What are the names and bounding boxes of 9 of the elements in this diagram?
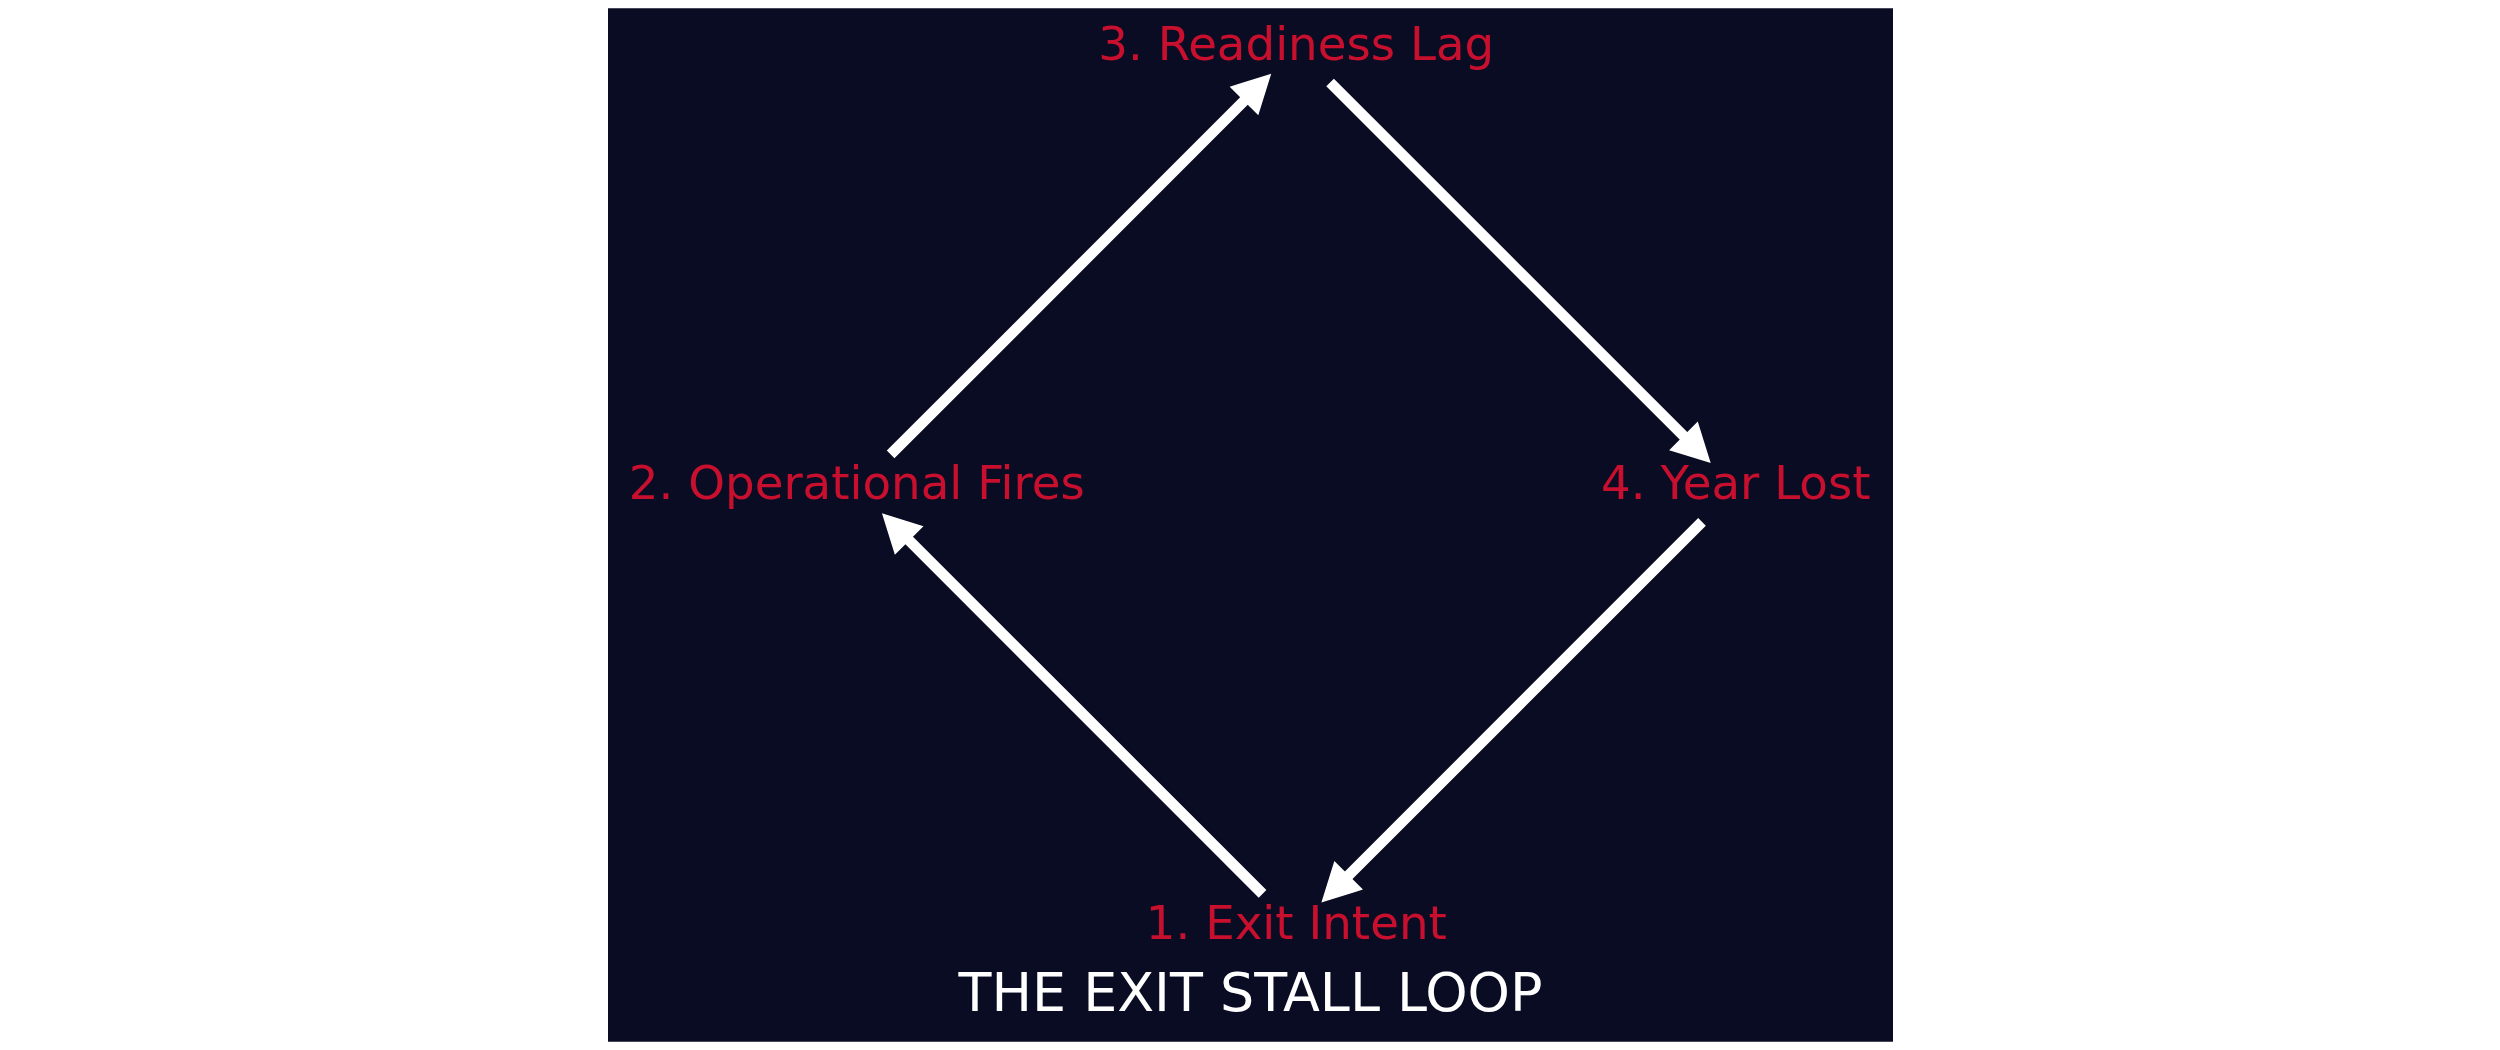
arrow — [881, 513, 1266, 898]
node-text: 1. Exit Intent — [1145, 895, 1447, 950]
node-text: 4. Year Lost — [1600, 456, 1871, 511]
node-text: 3. Readiness Lag — [1097, 17, 1494, 72]
arrow — [886, 73, 1271, 459]
node-text: 2. Operational Fires — [628, 456, 1085, 511]
diagram-title: THE EXIT STALL LOOP — [958, 961, 1542, 1025]
arrow — [1325, 78, 1711, 464]
arrow — [1320, 518, 1706, 903]
